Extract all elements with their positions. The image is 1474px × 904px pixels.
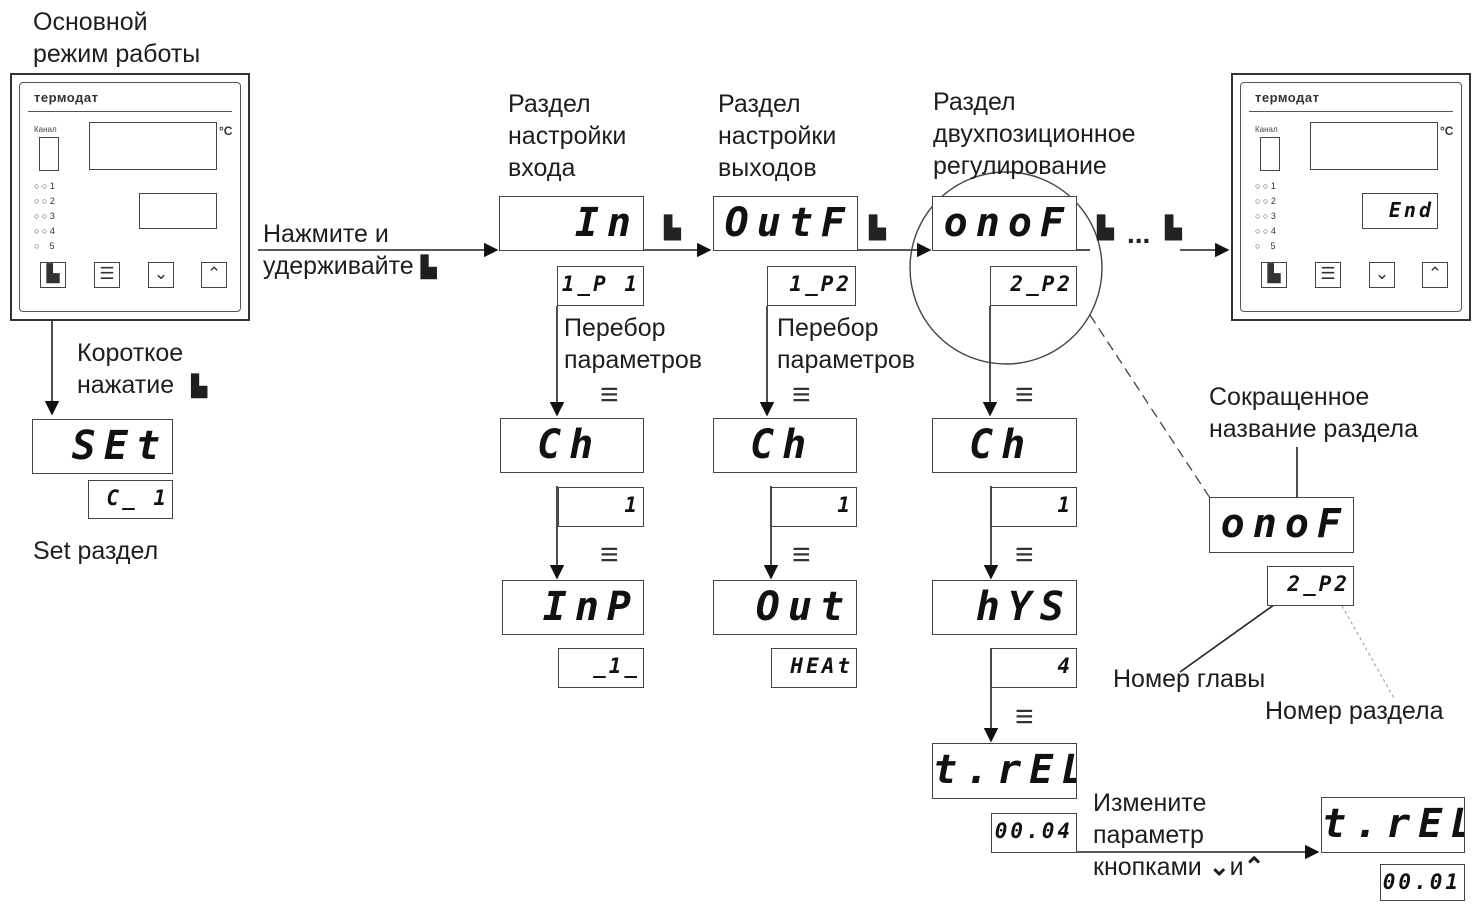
up-button[interactable]: ⌃ xyxy=(1422,262,1448,288)
device-brand: термодат xyxy=(1255,90,1320,105)
channel-label: Канал xyxy=(34,125,57,134)
short-press-label: Короткое нажатие ▙ xyxy=(77,337,207,403)
file-icon: ▙ xyxy=(46,264,60,283)
trel-display: t.rEL xyxy=(932,743,1077,799)
file-icon: ▙ xyxy=(191,375,208,398)
channel-leds: ○ ○ 1 ○ ○ 2 ○ ○ 3 ○ ○ 4 ○ 5 xyxy=(34,181,55,251)
param-iter-label-1: Перебор параметров xyxy=(564,314,703,374)
thermodat-device-end: термодат Канал °C End ○ ○ 1 ○ ○ 2 ○ ○ 3 … xyxy=(1231,73,1471,321)
end-display: End xyxy=(1362,193,1438,229)
chapter-number-label: Номер главы xyxy=(1113,665,1266,693)
hys-value: 4 xyxy=(991,648,1077,688)
press-hold-line-2: удерживайте ▙ xyxy=(263,252,437,280)
in-sub-display: 1_P 1 xyxy=(557,266,644,306)
menu-icon: ≡ xyxy=(600,536,619,572)
ch-value-onof: 1 xyxy=(991,487,1077,527)
main-mode-line-2: режим работы xyxy=(33,40,201,68)
channel-leds: ○ ○ 1 ○ ○ 2 ○ ○ 3 ○ ○ 4 ○ 5 xyxy=(1255,181,1276,251)
inp-value: _1_ xyxy=(558,648,644,688)
menu-icon: ≡ xyxy=(1015,376,1034,412)
channel-label: Канал xyxy=(1255,125,1278,134)
param-iter-label-2: Перебор параметров xyxy=(777,314,916,374)
device-brand: термодат xyxy=(34,90,99,105)
ch-value-output: 1 xyxy=(771,487,857,527)
ellipsis: ... xyxy=(1127,218,1151,249)
channel-display xyxy=(1260,137,1280,171)
chevron-down-icon: ⌄ xyxy=(1374,264,1390,283)
outf-sub-display: 1_P2 xyxy=(767,266,856,306)
up-button[interactable]: ⌃ xyxy=(201,262,227,288)
short-press-line-2: нажатие ▙ xyxy=(77,371,208,399)
thermodat-device-main: термодат Канал °C ○ ○ 1 ○ ○ 2 ○ ○ 3 ○ ○ … xyxy=(10,73,250,321)
menu-icon: ≡ xyxy=(792,536,811,572)
menu-icon: ≡ xyxy=(792,376,811,412)
file-icon: ▙ xyxy=(420,256,437,279)
press-hold-line-1: Нажмите и xyxy=(263,220,389,248)
file-icon: ▙ xyxy=(664,215,681,240)
menu-icon: ☰ xyxy=(1320,264,1336,283)
menu-button[interactable]: ☰ xyxy=(1315,262,1341,288)
onof-sub-display: 2_P2 xyxy=(990,266,1077,306)
ch-value-input: 1 xyxy=(558,487,644,527)
channel-display xyxy=(39,137,59,171)
menu-icon: ☰ xyxy=(99,264,115,283)
menu-button[interactable]: ☰ xyxy=(94,262,120,288)
chevron-up-icon: ⌃ xyxy=(206,264,222,283)
secondary-display xyxy=(139,193,217,229)
outf-display: OutF xyxy=(713,196,858,251)
section-number-label: Номер раздела xyxy=(1265,697,1444,725)
unit-label: °C xyxy=(1440,124,1454,138)
unit-label: °C xyxy=(219,124,233,138)
set-display: SEt xyxy=(32,419,173,474)
file-icon: ▙ xyxy=(1165,215,1182,240)
ch-display-output: Ch xyxy=(713,418,857,473)
trel-value: 00.04 xyxy=(991,813,1077,853)
press-hold-label: Нажмите и удерживайте ▙ xyxy=(263,218,437,284)
inp-display: InP xyxy=(502,580,644,635)
onof-legend-display: onoF xyxy=(1209,497,1354,553)
file-button[interactable]: ▙ xyxy=(40,262,66,288)
main-mode-label: Основной режим работы xyxy=(33,6,200,70)
out-value: HEAt xyxy=(771,648,857,688)
change-param-label: Измените параметр кнопками ⌄и⌃ xyxy=(1093,789,1265,881)
file-icon: ▙ xyxy=(869,215,886,240)
chevron-down-icon: ⌄ xyxy=(153,264,169,283)
file-button[interactable]: ▙ xyxy=(1261,262,1287,288)
main-mode-line-1: Основной xyxy=(33,8,148,36)
ch-display-onof: Ch xyxy=(932,418,1077,473)
chevron-up-icon: ⌃ xyxy=(1243,853,1265,881)
down-button[interactable]: ⌄ xyxy=(1369,262,1395,288)
onof-section-label: Раздел двухпозиционное регулирование xyxy=(933,88,1136,180)
in-display: In xyxy=(499,196,644,251)
short-name-label: Сокращенное название раздела xyxy=(1209,383,1419,443)
main-display xyxy=(1310,122,1438,170)
chevron-down-icon: ⌄ xyxy=(1208,853,1230,881)
file-icon: ▙ xyxy=(1267,264,1281,283)
output-section-label: Раздел настройки выходов xyxy=(718,90,837,182)
ch-display-input: Ch xyxy=(500,418,644,473)
set-sub-display: C_ 1 xyxy=(88,480,173,519)
set-section-label: Set раздел xyxy=(33,537,159,565)
onof-display: onoF xyxy=(932,196,1077,251)
hys-display: hYS xyxy=(932,580,1077,635)
file-icon: ▙ xyxy=(1097,215,1114,240)
out-display: Out xyxy=(713,580,857,635)
chevron-up-icon: ⌃ xyxy=(1427,264,1443,283)
input-section-label: Раздел настройки входа xyxy=(508,90,627,182)
menu-icon: ≡ xyxy=(1015,536,1034,572)
menu-icon: ≡ xyxy=(600,376,619,412)
trel-result-display: t.rEL xyxy=(1321,797,1465,853)
down-button[interactable]: ⌄ xyxy=(148,262,174,288)
short-press-line-1: Короткое xyxy=(77,339,184,367)
main-display xyxy=(89,122,217,170)
trel-result-value: 00.01 xyxy=(1380,864,1465,901)
onof-legend-sub: 2_P2 xyxy=(1267,566,1354,606)
menu-icon: ≡ xyxy=(1015,698,1034,734)
